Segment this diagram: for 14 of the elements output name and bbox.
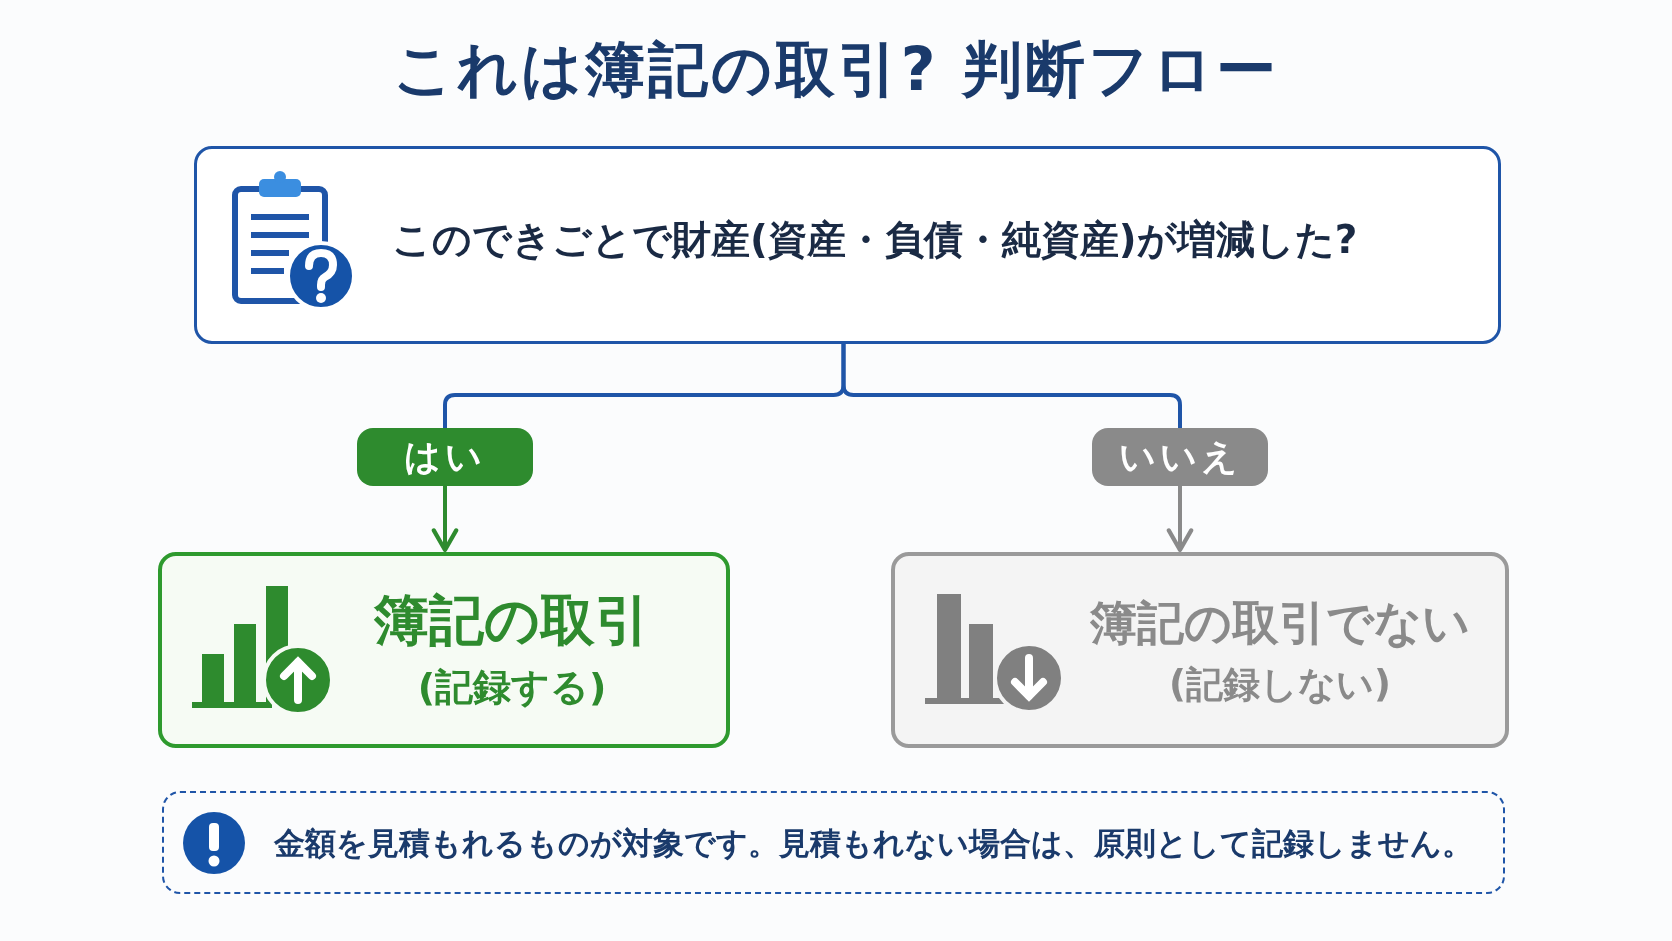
note-box <box>162 791 1505 894</box>
question-box <box>194 146 1501 344</box>
result-subtitle: (記録しない) <box>1168 662 1392 708</box>
note-text: 金額を見積もれるものが対象です。見積もれない場合は、原則として記録しません。 <box>274 824 1474 863</box>
edge-label: いいえ <box>1092 428 1268 486</box>
title: これは簿記の取引? 判断フロー <box>391 33 1281 106</box>
result-title: 簿記の取引でない <box>1089 594 1471 652</box>
question-text: このできごとで財産(資産・負債・純資産)が増減した? <box>392 216 1359 264</box>
result-box <box>891 552 1509 748</box>
result-subtitle: (記録する) <box>416 664 608 711</box>
result-box <box>158 552 730 748</box>
arrow <box>841 344 1194 553</box>
result-title: 簿記の取引 <box>373 587 651 654</box>
edge-label: はい <box>357 428 533 486</box>
